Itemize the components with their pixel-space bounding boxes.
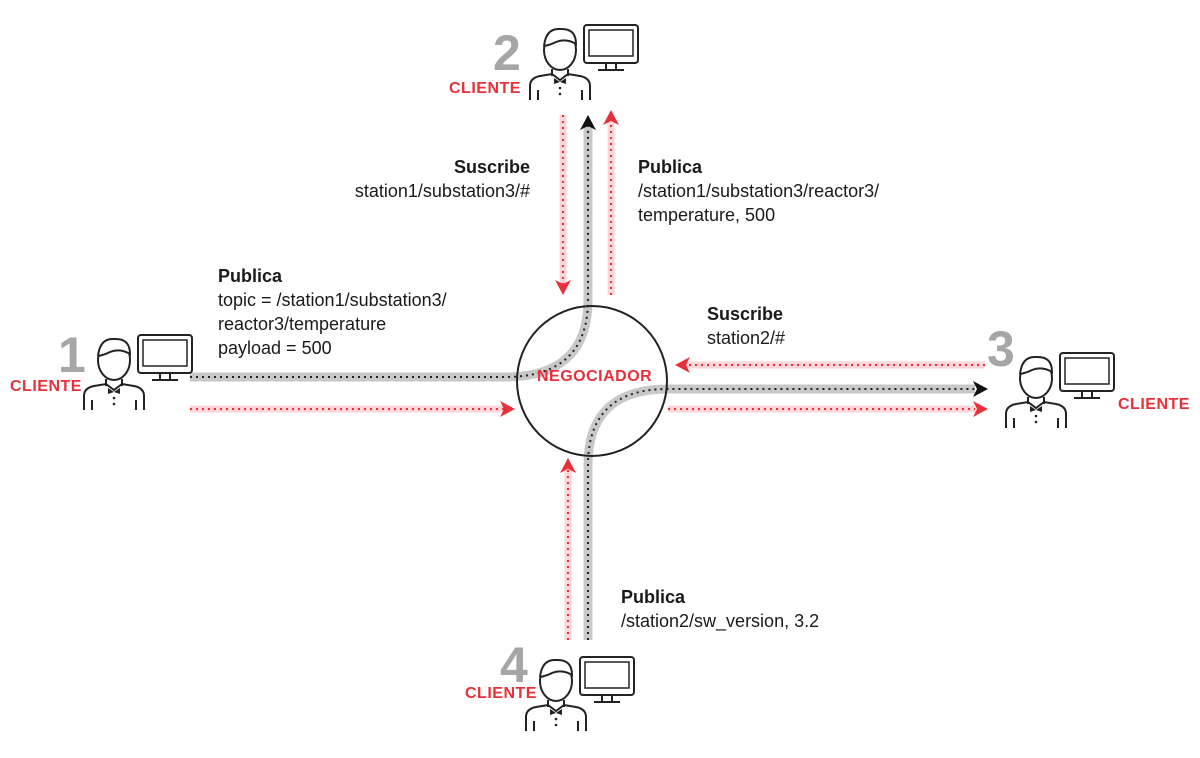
red-arrowheads	[500, 110, 988, 473]
annotation-title: Publica	[218, 266, 283, 286]
annotation-line: temperature, 500	[638, 205, 776, 225]
annotation-line: /station1/substation3/reactor3/	[638, 181, 880, 201]
annotation-title: Suscribe	[453, 157, 530, 177]
client-3-label: CLIENTE	[1118, 396, 1190, 413]
client-1-number: 1	[58, 327, 86, 383]
client-2-publish-annotation: Publica /station1/substation3/reactor3/ …	[638, 155, 879, 227]
client-1-icons	[83, 334, 193, 411]
annotation-title: Publica	[621, 587, 686, 607]
client-1-publish-annotation: Publica topic = /station1/substation3/ r…	[218, 264, 447, 360]
annotation-line: reactor3/temperature	[218, 314, 387, 334]
annotation-line: station2/#	[707, 328, 786, 348]
client-4-number: 4	[500, 637, 528, 693]
client-2-number: 2	[493, 25, 521, 81]
client-3-subscribe-annotation: Suscribe station2/#	[707, 302, 785, 350]
client-3-icons	[1005, 352, 1115, 429]
client-2-subscribe-annotation: Suscribe station1/substation3/#	[318, 155, 530, 203]
annotation-line: topic = /station1/substation3/	[218, 290, 447, 310]
broker-circle	[516, 305, 668, 457]
client-4-publish-annotation: Publica /station2/sw_version, 3.2	[621, 585, 819, 633]
client-2-label: CLIENTE	[449, 80, 521, 97]
annotation-line: payload = 500	[218, 338, 332, 358]
annotation-title: Publica	[638, 157, 703, 177]
client-3-number: 3	[987, 321, 1015, 377]
client-1-label: CLIENTE	[10, 378, 82, 395]
client-4-icons	[525, 656, 635, 732]
client-4-label: CLIENTE	[465, 685, 537, 702]
annotation-title: Suscribe	[707, 304, 784, 324]
broker-label: NEGOCIADOR	[537, 368, 653, 385]
annotation-line: /station2/sw_version, 3.2	[621, 611, 820, 631]
client-2-icons	[529, 24, 639, 101]
annotation-line: station1/substation3/#	[354, 181, 530, 201]
